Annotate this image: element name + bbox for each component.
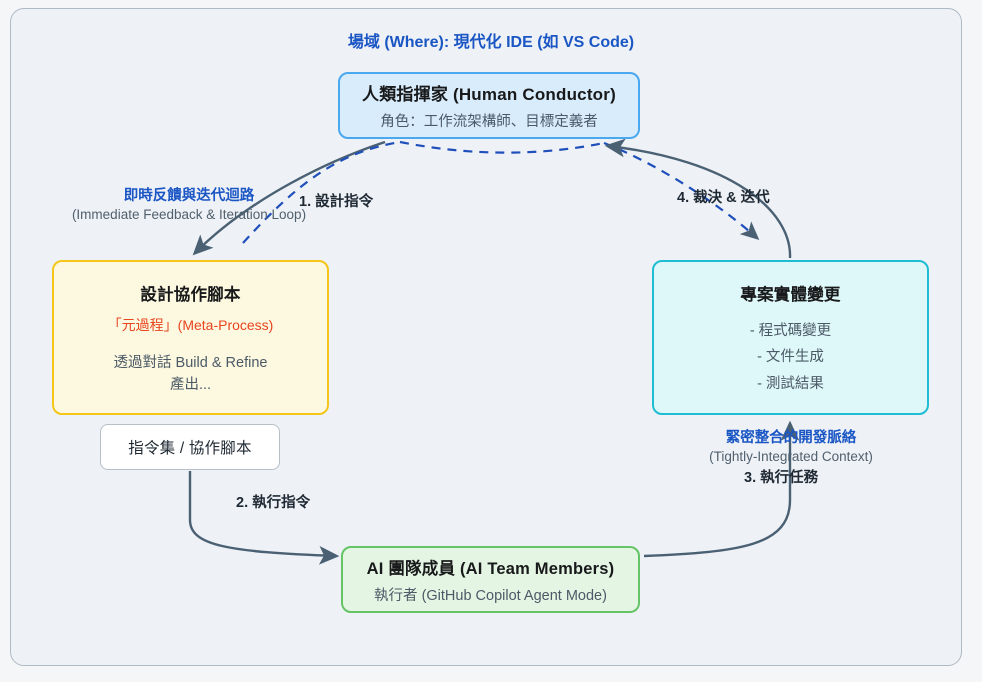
node-design-collab-script-title: 設計協作腳本 (140, 286, 241, 304)
node-ai-team-members-title: AI 團隊成員 (AI Team Members) (366, 559, 615, 578)
node-project-entity-changes-item-2: - 測試結果 (757, 375, 824, 392)
node-human-conductor[interactable]: 人類指揮家 (Human Conductor) 角色：工作流架構師、目標定義者 (338, 72, 640, 139)
node-project-entity-changes-item-1: - 文件生成 (757, 349, 824, 366)
label-feedback-loop-main: 即時反饋與迭代迴路 (123, 188, 255, 204)
node-design-collab-script[interactable]: 設計協作腳本 「元過程」(Meta-Process) 透過對話 Build & … (52, 260, 329, 415)
scope-label: 場域 (Where): 現代化 IDE (如 VS Code) (0, 28, 982, 52)
label-feedback-loop-sub: (Immediate Feedback & Iteration Loop) (71, 207, 307, 222)
node-design-collab-script-meta: 「元過程」(Meta-Process) (107, 317, 274, 333)
node-design-collab-script-line2: 產出... (169, 377, 212, 394)
step-label-2: 2. 執行指令 (236, 495, 311, 511)
node-human-conductor-title: 人類指揮家 (Human Conductor) (362, 85, 616, 104)
label-integrated-context: 緊密整合的開發脈絡 (Tightly-Integrated Context) (688, 426, 894, 464)
node-design-collab-script-line1: 透過對話 Build & Refine (113, 355, 268, 371)
label-integrated-context-main: 緊密整合的開發脈絡 (725, 430, 857, 446)
step-label-4: 4. 裁決 & 迭代 (677, 190, 770, 206)
node-project-entity-changes[interactable]: 專案實體變更 - 程式碼變更 - 文件生成 - 測試結果 (652, 260, 929, 415)
node-project-entity-changes-title: 專案實體變更 (740, 286, 841, 304)
label-integrated-context-sub: (Tightly-Integrated Context) (709, 449, 873, 464)
node-instruction-set-title: 指令集 / 協作腳本 (128, 440, 252, 457)
node-human-conductor-subtitle: 角色：工作流架構師、目標定義者 (380, 114, 598, 130)
node-project-entity-changes-item-0: - 程式碼變更 (749, 323, 832, 339)
node-ai-team-members[interactable]: AI 團隊成員 (AI Team Members) 執行者 (GitHub Co… (341, 546, 640, 613)
scope-label-text: 場域 (Where): 現代化 IDE (如 VS Code) (347, 34, 635, 51)
node-ai-team-members-subtitle: 執行者 (GitHub Copilot Agent Mode) (374, 587, 607, 604)
node-instruction-set[interactable]: 指令集 / 協作腳本 (100, 424, 280, 470)
step-label-3: 3. 執行任務 (744, 470, 819, 486)
label-feedback-loop: 即時反饋與迭代迴路 (Immediate Feedback & Iteratio… (58, 184, 320, 222)
step-label-1: 1. 設計指令 (299, 194, 374, 210)
